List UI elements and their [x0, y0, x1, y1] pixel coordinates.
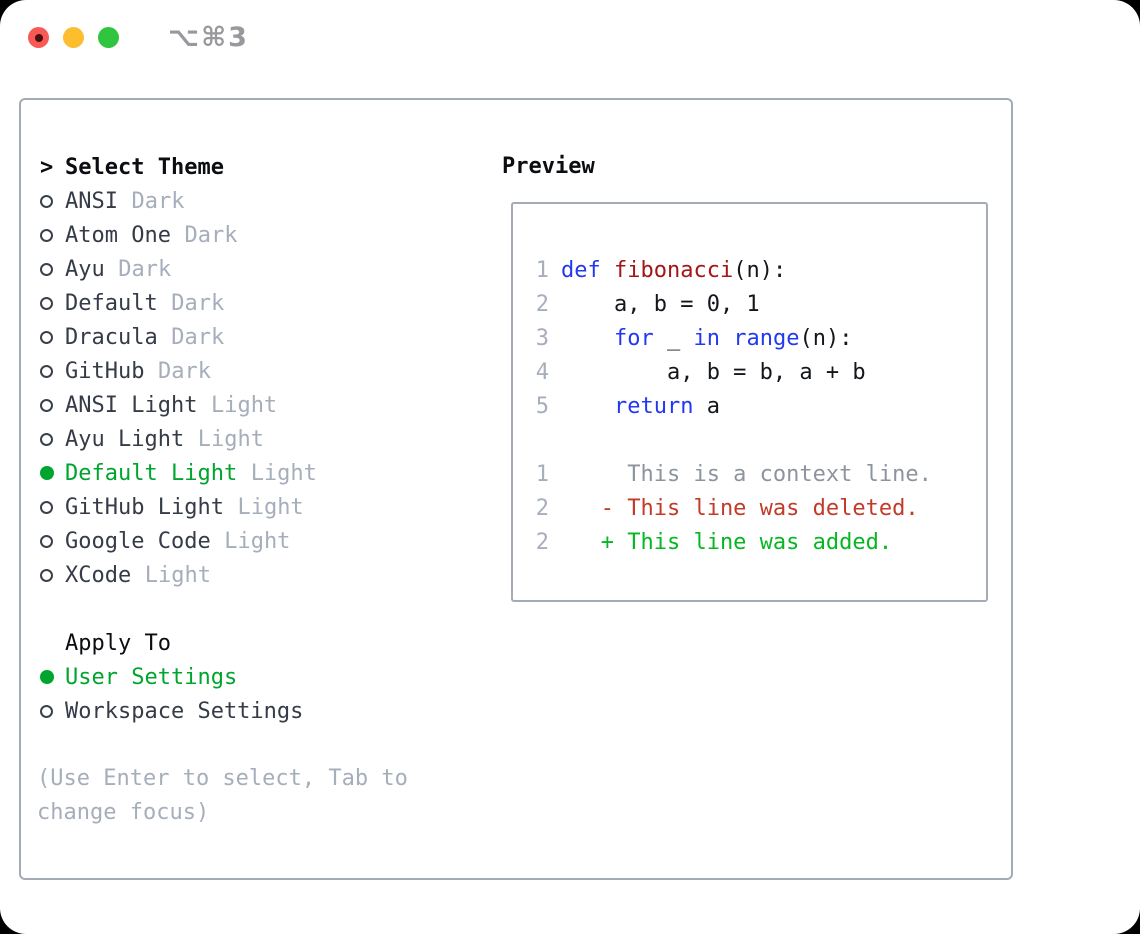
theme-option-default-light-light[interactable]: Default Light Light	[37, 456, 482, 490]
apply-to-option-workspace-settings[interactable]: Workspace Settings	[37, 694, 482, 728]
code-line: 4 a, b = b, a + b	[527, 355, 976, 389]
theme-variant-tag: Light	[250, 460, 317, 486]
code-line: 3 for _ in range(n):	[527, 321, 976, 355]
help-text: (Use Enter to select, Tab to change focu…	[37, 766, 408, 825]
theme-name: Default Light	[65, 460, 238, 486]
theme-option-google-code-light[interactable]: Google Code Light	[37, 524, 482, 558]
line-number: 2	[535, 495, 549, 521]
theme-variant-tag: Light	[210, 392, 278, 418]
apply-to-option-name: User Settings	[65, 664, 238, 690]
radio-icon	[40, 534, 53, 548]
blank-line	[527, 423, 976, 457]
radio-icon	[40, 500, 53, 514]
theme-variant-tag: Dark	[131, 188, 185, 214]
theme-name: ANSI	[65, 188, 118, 214]
theme-variant-tag: Dark	[184, 222, 238, 248]
radio-icon	[40, 296, 53, 310]
radio-icon	[40, 262, 53, 276]
radio-icon	[40, 432, 53, 446]
radio-icon	[40, 398, 53, 412]
zoom-button[interactable]	[98, 27, 119, 48]
theme-name: ANSI Light	[65, 392, 198, 418]
theme-name: Google Code	[65, 528, 211, 554]
theme-option-default-dark[interactable]: Default Dark	[37, 286, 482, 320]
minimize-button[interactable]	[63, 27, 84, 48]
apply-to-title: Apply To	[65, 630, 171, 656]
theme-name: Default	[65, 290, 158, 316]
traffic-lights	[28, 27, 119, 48]
radio-icon	[40, 330, 53, 344]
theme-variant-tag: Light	[197, 426, 264, 452]
theme-option-ayu-dark[interactable]: Ayu Dark	[37, 252, 482, 286]
diff-line-context: 1 This is a context line.	[527, 457, 976, 491]
theme-option-atom-one-dark[interactable]: Atom One Dark	[37, 218, 482, 252]
theme-option-dracula-dark[interactable]: Dracula Dark	[37, 320, 482, 354]
theme-variant-tag: Dark	[171, 290, 225, 316]
code-line: 5 return a	[527, 389, 976, 423]
theme-option-github-light-light[interactable]: GitHub Light Light	[37, 490, 482, 524]
theme-name: GitHub	[65, 358, 145, 384]
select-theme-title: Select Theme	[65, 154, 224, 180]
theme-variant-tag: Dark	[118, 256, 172, 282]
theme-name: GitHub Light	[65, 494, 224, 520]
theme-option-xcode-light[interactable]: XCode Light	[37, 558, 482, 592]
theme-variant-tag: Dark	[171, 324, 225, 350]
line-number: 3	[535, 325, 549, 351]
radio-icon	[40, 466, 54, 480]
line-number: 1	[535, 461, 549, 487]
diff-line-deleted: 2 - This line was deleted.	[527, 491, 976, 525]
theme-name: XCode	[65, 562, 132, 588]
radio-icon	[40, 670, 54, 684]
theme-option-ansi-dark[interactable]: ANSI Dark	[37, 184, 482, 218]
diff-preview: 1 This is a context line.2 - This line w…	[527, 457, 976, 559]
theme-variant-tag: Dark	[157, 358, 211, 384]
keyboard-shortcut-label: ⌥⌘3	[168, 22, 249, 53]
apply-to-option-user-settings[interactable]: User Settings	[37, 660, 482, 694]
spacer	[37, 592, 482, 626]
titlebar: ⌥⌘3	[0, 0, 1140, 74]
theme-option-ansi-light-light[interactable]: ANSI Light Light	[37, 388, 482, 422]
spacer	[37, 728, 482, 762]
theme-name: Ayu Light	[65, 426, 185, 452]
theme-variant-tag: Light	[144, 562, 211, 588]
line-number: 5	[535, 393, 549, 419]
apply-to-option-name: Workspace Settings	[65, 698, 304, 724]
cursor-marker: >	[37, 150, 63, 184]
line-number: 2	[535, 529, 549, 555]
theme-name: Dracula	[65, 324, 158, 350]
apply-to-header: Apply To	[37, 626, 482, 660]
close-button[interactable]	[28, 27, 49, 48]
select-theme-header: > Select Theme	[37, 150, 482, 184]
theme-name: Atom One	[65, 222, 171, 248]
theme-option-github-dark[interactable]: GitHub Dark	[37, 354, 482, 388]
line-number: 1	[535, 257, 549, 283]
diff-line-added: 2 + This line was added.	[527, 525, 976, 559]
radio-icon	[40, 194, 53, 208]
theme-list: > Select Theme ANSI Dark Atom One Dark A…	[37, 150, 482, 830]
radio-icon	[40, 704, 53, 718]
code-line: 2 a, b = 0, 1	[527, 287, 976, 321]
radio-icon	[40, 568, 53, 582]
theme-option-ayu-light-light[interactable]: Ayu Light Light	[37, 422, 482, 456]
theme-options: ANSI Dark Atom One Dark Ayu Dark Default…	[37, 184, 482, 592]
theme-variant-tag: Light	[224, 528, 291, 554]
theme-variant-tag: Light	[237, 494, 304, 520]
preview-title: Preview	[502, 154, 595, 179]
apply-to-options: User Settings Workspace Settings	[37, 660, 482, 728]
line-number: 2	[535, 291, 549, 317]
line-number: 4	[535, 359, 549, 385]
theme-selector-panel: > Select Theme ANSI Dark Atom One Dark A…	[19, 98, 1013, 880]
radio-icon	[40, 364, 53, 378]
chevron-right-icon: >	[40, 154, 54, 180]
radio-icon	[40, 228, 53, 242]
theme-name: Ayu	[65, 256, 105, 282]
